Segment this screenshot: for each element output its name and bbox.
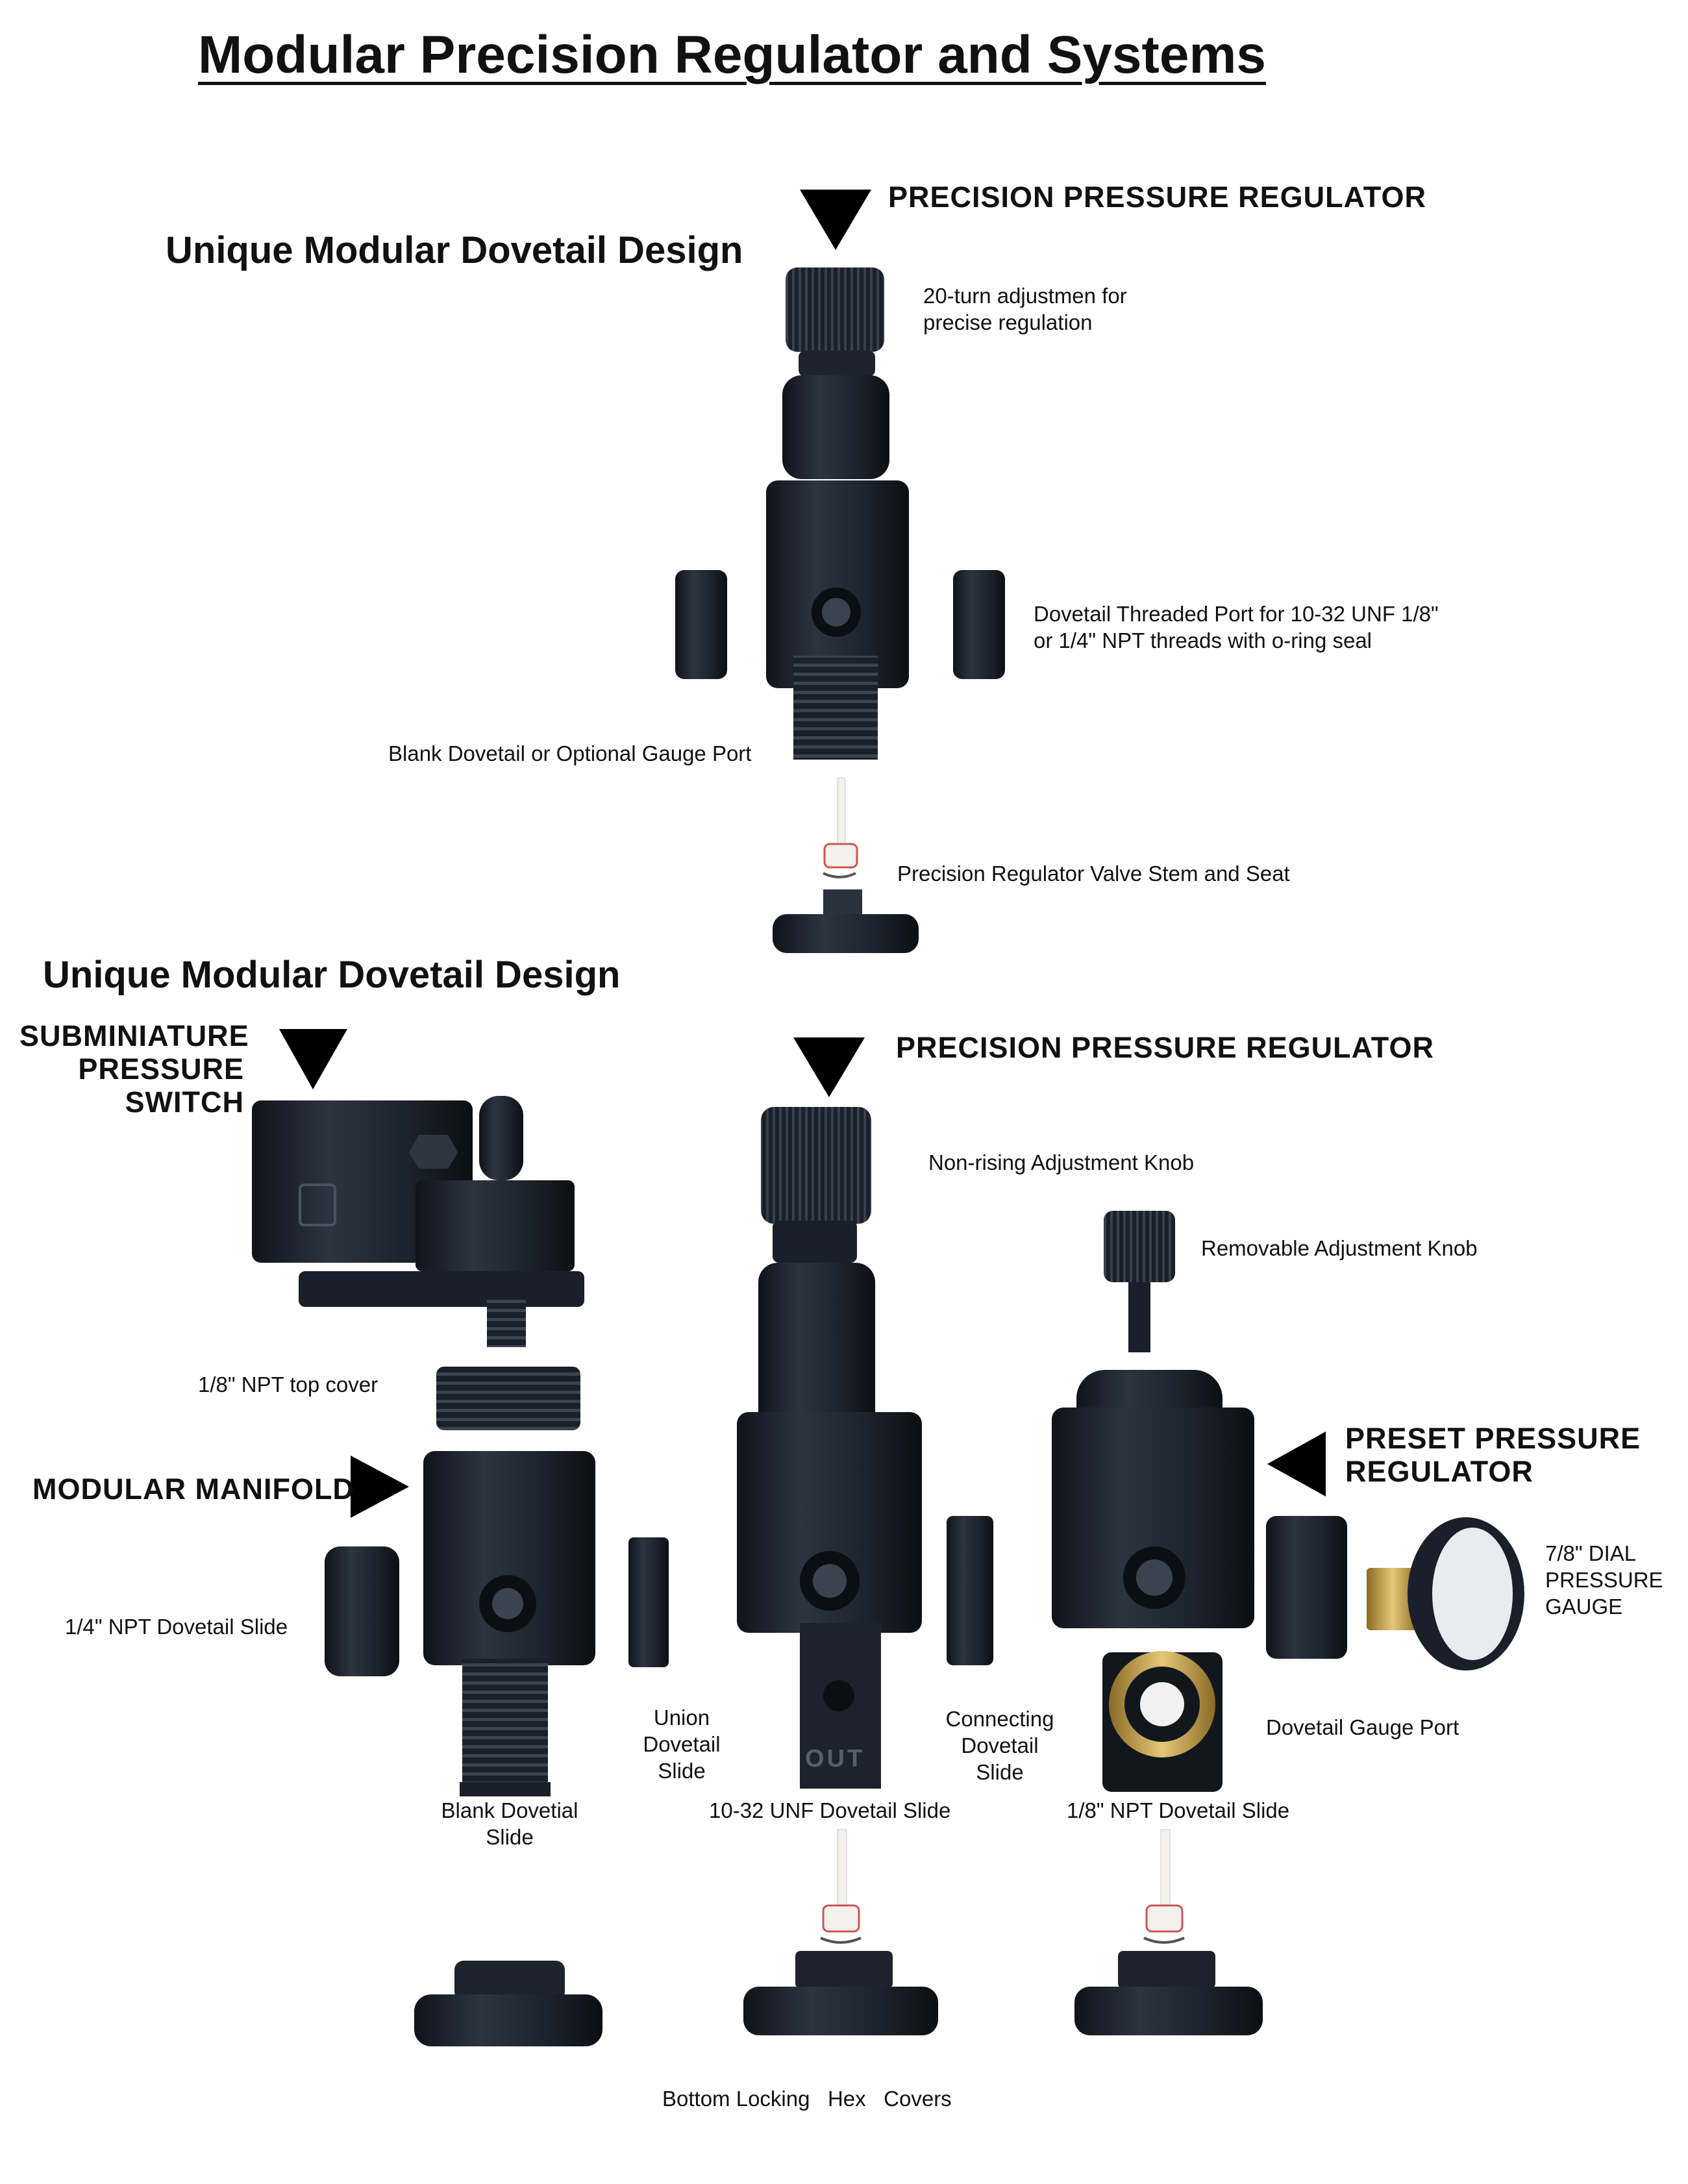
out-marking-regulator: OUT <box>805 1745 865 1772</box>
callout-valve-stem: Precision Regulator Valve Stem and Seat <box>897 862 1290 886</box>
manifold-label: MODULAR MANIFOLD <box>32 1472 354 1506</box>
bottom-section-heading: Unique Modular Dovetail Design <box>43 954 621 996</box>
callout-union-line2: Dovetail <box>643 1732 721 1756</box>
switch-label-line3: SWITCH <box>125 1086 244 1119</box>
preset-regulator-assembly <box>1052 1211 1524 2035</box>
callout-connecting-line2: Dovetail <box>961 1733 1039 1757</box>
callout-gauge-port: Dovetail Gauge Port <box>1266 1715 1459 1739</box>
preset-label-line1: PRESET PRESSURE <box>1345 1422 1641 1455</box>
bottom-regulator-label: PRECISION PRESSURE REGULATOR <box>896 1031 1434 1064</box>
callout-union-line3: Slide <box>658 1759 706 1783</box>
callout-adjustment-line2: precise regulation <box>923 310 1093 334</box>
preset-pointer-icon <box>1267 1432 1326 1496</box>
manifold-pointer-icon <box>351 1456 409 1518</box>
preset-label-line2: REGULATOR <box>1345 1455 1533 1488</box>
callout-top-cover: 1/8" NPT top cover <box>198 1372 379 1396</box>
callout-non-rising-knob: Non-rising Adjustment Knob <box>928 1150 1195 1174</box>
switch-label-line1: SUBMINIATURE <box>19 1019 249 1052</box>
callout-threaded-port-line2: or 1/4" NPT threads with o-ring seal <box>1034 628 1372 652</box>
top-regulator-assembly <box>675 267 1005 953</box>
callout-threaded-port-line1: Dovetail Threaded Port for 10-32 UNF 1/8… <box>1034 602 1439 626</box>
bottom-regulator-assembly <box>737 1107 993 2035</box>
top-cover <box>436 1367 580 1430</box>
switch-pointer-icon <box>279 1029 347 1089</box>
callout-adjustment-line1: 20-turn adjustmen for <box>923 284 1127 308</box>
callout-blank-slide-line2: Slide <box>486 1825 534 1849</box>
callout-gauge-line1: 7/8" DIAL <box>1545 1541 1637 1565</box>
callout-blank-slide-line1: Blank Dovetial <box>441 1798 578 1822</box>
callout-quarter-npt-slide: 1/4" NPT Dovetail Slide <box>65 1615 288 1639</box>
pressure-switch-assembly <box>252 1096 584 1347</box>
top-regulator-pointer-icon <box>800 190 871 250</box>
top-regulator-label: PRECISION PRESSURE REGULATOR <box>888 180 1426 214</box>
top-section-heading: Unique Modular Dovetail Design <box>166 229 743 271</box>
callout-blank-dovetail: Blank Dovetail or Optional Gauge Port <box>388 741 752 765</box>
callout-hex-covers: Bottom Locking Hex Covers <box>662 2087 952 2111</box>
switch-label-line2: PRESSURE <box>78 1052 244 1086</box>
modular-manifold <box>325 1451 669 1796</box>
callout-connecting-line1: Connecting <box>945 1707 1054 1731</box>
callout-gauge-line3: GAUGE <box>1545 1595 1623 1619</box>
callout-gauge-line2: PRESSURE <box>1545 1568 1663 1592</box>
blank-hex-cover <box>414 1961 602 2046</box>
bottom-regulator-pointer-icon <box>793 1037 865 1097</box>
callout-removable-knob: Removable Adjustment Knob <box>1201 1236 1478 1260</box>
page-title: Modular Precision Regulator and Systems <box>198 25 1266 84</box>
callout-union-line1: Union <box>653 1706 710 1730</box>
callout-connecting-line3: Slide <box>976 1760 1024 1784</box>
callout-eighth-npt-slide: 1/8" NPT Dovetail Slide <box>1067 1798 1290 1822</box>
callout-unf-slide: 10-32 UNF Dovetail Slide <box>709 1798 951 1822</box>
